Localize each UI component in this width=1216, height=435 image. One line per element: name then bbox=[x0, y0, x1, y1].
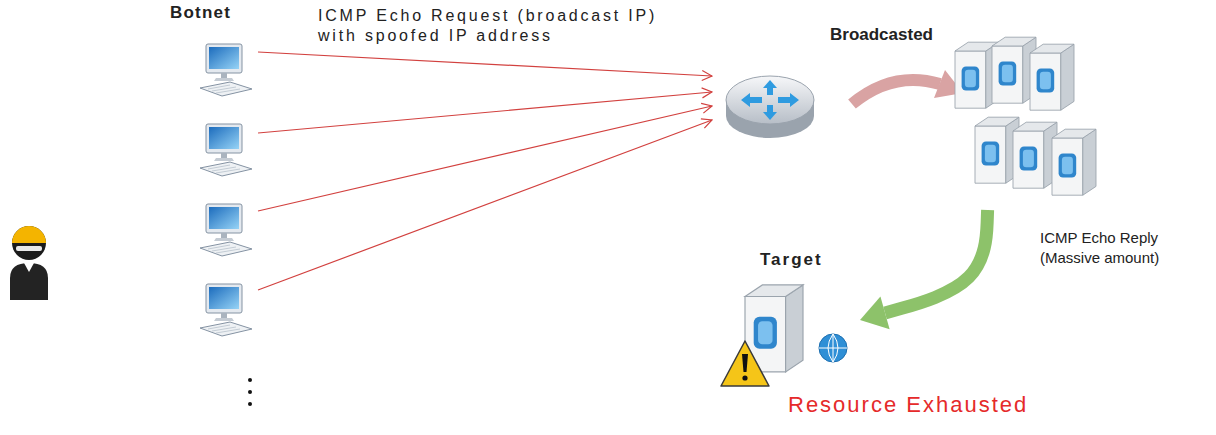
broadcast-arrow-body bbox=[852, 80, 940, 104]
botnet-group: Botnet bbox=[168, 3, 280, 403]
request-arrow bbox=[258, 120, 712, 290]
attacker-eyes bbox=[16, 246, 42, 251]
status-warning: Resource Exhausted bbox=[788, 392, 1028, 418]
reflector-servers bbox=[955, 37, 1096, 195]
continuation-dot bbox=[248, 378, 252, 382]
attacker-collar bbox=[24, 263, 34, 272]
attacker-figure bbox=[10, 226, 48, 300]
warning-dot bbox=[742, 375, 747, 380]
server-symbol bbox=[1030, 44, 1074, 110]
reflector-group: Broadcasted bbox=[828, 25, 1108, 210]
computer-symbol bbox=[200, 204, 252, 256]
group-heading: Botnet bbox=[168, 3, 280, 23]
attacker-body bbox=[10, 263, 48, 300]
computer-symbol bbox=[200, 284, 252, 336]
attacker-head bbox=[12, 226, 46, 260]
group-heading: Broadcasted bbox=[828, 25, 1108, 45]
server-symbol bbox=[992, 37, 1036, 103]
botnet-computers bbox=[200, 44, 252, 406]
computer-symbol bbox=[200, 124, 252, 176]
target-illustration bbox=[721, 285, 847, 386]
arrow-head bbox=[860, 297, 890, 330]
node-heading: Target bbox=[715, 250, 860, 270]
request-annotation: ICMP Echo Request (broadcast IP) with sp… bbox=[318, 6, 668, 46]
server-symbol bbox=[975, 117, 1019, 183]
request-arrow bbox=[258, 106, 712, 211]
router-arrow bbox=[741, 93, 762, 107]
request-arrow bbox=[258, 52, 712, 76]
globe-symbol bbox=[819, 334, 847, 362]
broadcast-arrow bbox=[852, 70, 963, 104]
server-symbol bbox=[1013, 122, 1057, 188]
continuation-dot bbox=[248, 402, 252, 406]
server-symbol bbox=[1052, 129, 1096, 195]
router-top bbox=[726, 76, 814, 124]
router-arrow bbox=[763, 105, 777, 120]
edge-label: ICMP Echo Reply (Massive amount) bbox=[1040, 228, 1190, 268]
computer-symbol bbox=[200, 44, 252, 96]
router-arrow bbox=[778, 93, 799, 107]
router-symbol bbox=[726, 76, 814, 138]
connector-line bbox=[885, 210, 988, 313]
continuation-dot bbox=[248, 390, 252, 394]
router-arrow bbox=[763, 80, 777, 95]
globe-lines bbox=[819, 334, 847, 362]
request-arrow bbox=[258, 92, 712, 133]
attacker-helmet bbox=[12, 226, 46, 243]
reply-flow-arrow bbox=[860, 210, 988, 329]
warning-triangle bbox=[721, 341, 769, 386]
request-arrows bbox=[258, 52, 712, 290]
target-host: Target bbox=[715, 250, 860, 390]
warning-mark bbox=[742, 354, 748, 372]
